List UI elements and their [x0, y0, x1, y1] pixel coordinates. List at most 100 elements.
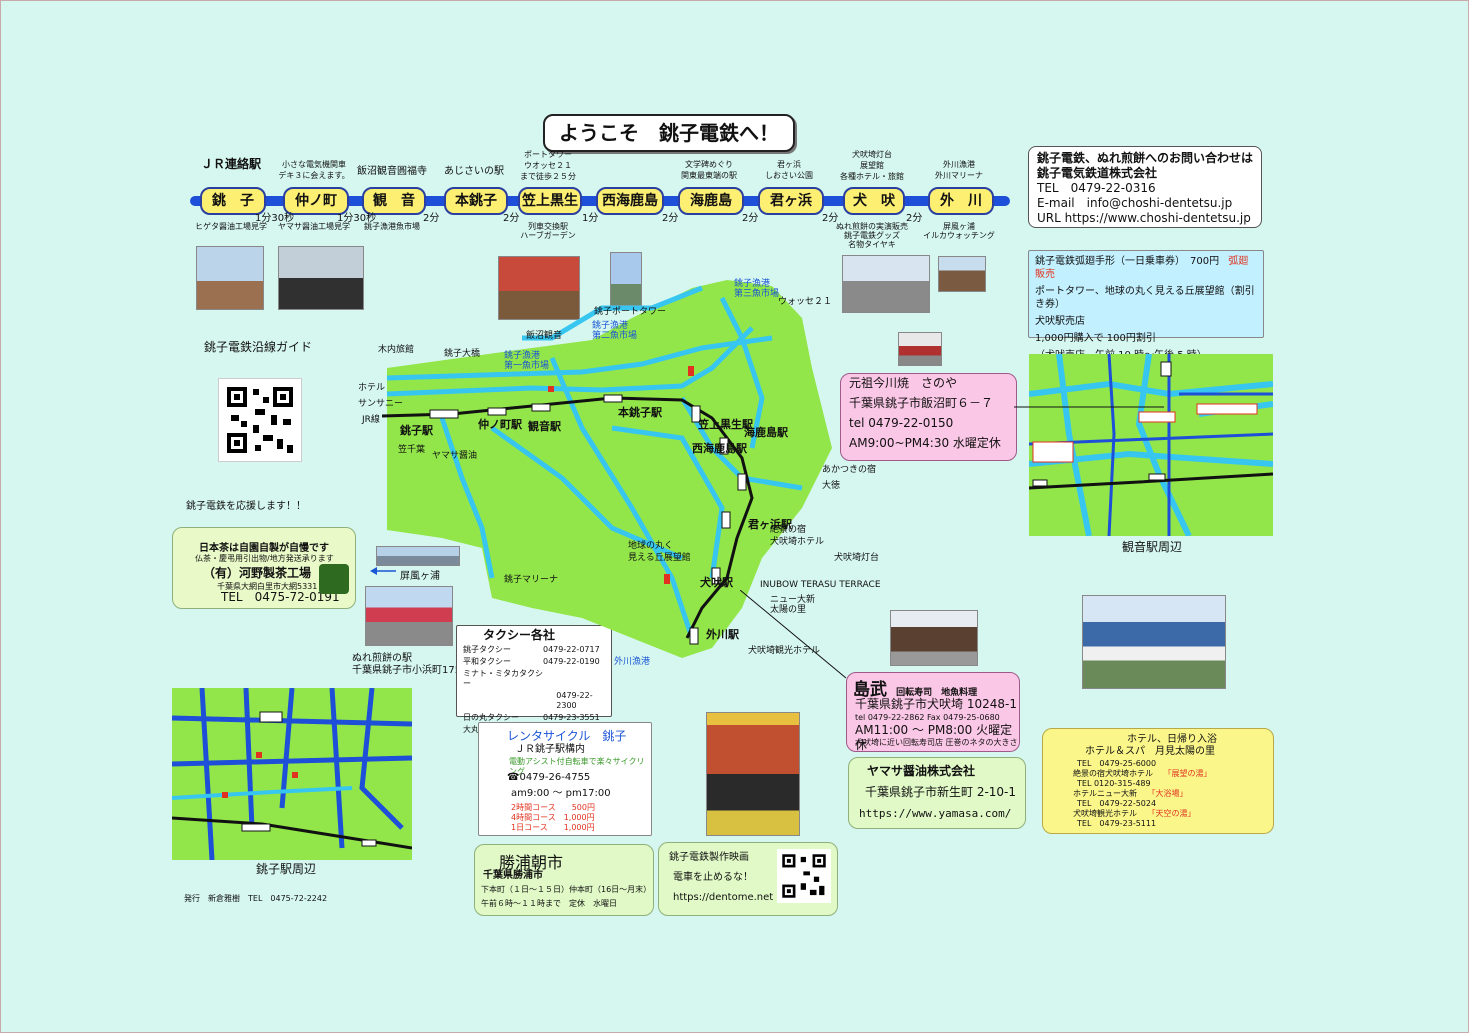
station-top-note: 外川漁港 [943, 160, 975, 169]
katsuura-hours: 午前６時〜１１時まで 定休 水曜日 [481, 899, 617, 908]
station-top-note-2: 展望館 [860, 161, 884, 170]
guide-qr-code[interactable] [218, 378, 302, 462]
map-label-kannon-stn: 観音駅 [528, 420, 561, 433]
taxi-phone: 0479-22-0190 [543, 657, 600, 666]
shimatake-shop-photo [890, 610, 978, 666]
station-bottom-note: 列車交換駅 [528, 222, 568, 231]
movie-url[interactable]: https://dentome.net [673, 892, 774, 903]
map-label-jrline: JR線 [362, 415, 380, 425]
yamasa-url[interactable]: https://www.yamasa.com/ [859, 807, 1012, 820]
map-label-kasagami-stn: 笠上黒生駅 [698, 418, 753, 431]
ticket-line-1: 銚子電鉄弧廻手形（一日乗車券） 700円 [1035, 256, 1220, 267]
station-3: 観 音 [362, 187, 426, 215]
map-label-nakanocho-stn: 仲ノ町駅 [478, 418, 522, 431]
choshi-area-label: 銚子駅周辺 [256, 862, 317, 876]
station-top-note: あじさいの駅 [444, 166, 504, 177]
tea-line-5: TEL 0475-72-0191 [221, 590, 340, 604]
map-label-tokawa-stn: 外川駅 [706, 628, 739, 641]
map-label-port1: 銚子漁港 [504, 351, 541, 361]
station-bottom-note-2: イルカウォッチング [923, 231, 995, 240]
map-label-lighthouse: 犬吠埼灯台 [834, 553, 880, 563]
map-label-port3b: 第三魚市場 [734, 289, 780, 299]
cycle-tel: ☎0479-26-4755 [507, 772, 591, 783]
map-label-terrace: INUBOW TERASU TERRACE [760, 580, 881, 590]
map-label-kiuchi: 木内旅館 [378, 345, 415, 355]
rivers-and-roads [386, 285, 803, 639]
katsuura-box: 勝浦朝市 千葉県勝浦市 下本町（１日〜１５日）仲本町（16日〜月末） 午前６時〜… [474, 844, 654, 916]
map-label-newtaishin: ニュー大新 [770, 595, 816, 605]
station-top-note: 小さな電気機関車 [282, 160, 346, 169]
taxi-phone: 0479-22-0717 [543, 645, 600, 654]
shimatake-note: 犬吠埼に近い回転寿司店 圧巻のネタの大きさ [855, 738, 1018, 747]
map-label-unashima-stn: 海鹿島駅 [744, 426, 788, 439]
qr-icon [227, 387, 293, 453]
travel-time: 1分30秒 [337, 213, 377, 224]
nure-station-name: ぬれ煎餅の駅 [352, 653, 412, 664]
hotel-4-name: 犬吠埼観光ホテル [1073, 809, 1137, 818]
station-bottom-note-2: ハーブガーデン [520, 231, 576, 240]
station-top-note-2: 関東最東端の駅 [681, 171, 737, 180]
katsuura-days: 下本町（１日〜１５日）仲本町（16日〜月末） [481, 885, 652, 894]
cycle-hours: am9:00 〜 pm17:00 [511, 788, 611, 799]
map-label-nishiunashima-stn: 西海鹿島駅 [692, 442, 747, 455]
station-top-note-2: ウオッセ２１ [524, 161, 572, 170]
map-label-choshimarina: 銚子マリーナ [504, 575, 559, 585]
taxi-company [463, 691, 540, 711]
inubo-station-photo [842, 255, 930, 313]
ticket-line-4: 1,000円購入で 100円割引 [1035, 333, 1156, 344]
deki3-locomotive-photo [278, 246, 364, 310]
contact-url[interactable]: URL https://www.choshi-dentetsu.jp [1037, 211, 1251, 225]
shimatake-tel: tel 0479-22-2862 Fax 0479-25-0680 [855, 713, 1000, 722]
sanoya-tel: tel 0479-22-0150 [849, 416, 954, 430]
map-label-porttower: 銚子ポートタワー [594, 307, 667, 317]
train-photo [1082, 595, 1226, 689]
map-label-port3: 銚子漁港 [734, 279, 771, 289]
tea-line-2: 仏茶・慶弔用引出物/地方発送承ります [195, 554, 334, 563]
support-label: 銚子電鉄を応援します！！ [186, 501, 306, 512]
station-10: 外 川 [928, 187, 994, 215]
movie-box: 銚子電鉄製作映画 電車を止めるな！ https://dentome.net [658, 842, 838, 916]
station-top-note: ＪＲ連絡駅 [200, 157, 262, 171]
station-8: 君ヶ浜 [758, 187, 824, 215]
cycle-price-2: 4時間コース 1,000円 [511, 813, 595, 822]
sanoya-address: 千葉県銚子市飯沼町６－７ [849, 396, 994, 410]
station-2: 仲ノ町 [283, 187, 349, 215]
ticket-box: 銚子電鉄弧廻手形（一日乗車券） 700円 弧廻販売 ポートタワー、地球の丸く見え… [1028, 250, 1264, 361]
movie-qr-code[interactable] [777, 849, 831, 903]
sanoya-shop-photo [898, 332, 942, 366]
map-label-taiyou: 太陽の里 [770, 605, 807, 615]
map-label-wosse: ウォッセ２１ [778, 297, 833, 307]
station-1: 銚 子 [200, 187, 266, 215]
station-7: 海鹿島 [678, 187, 744, 215]
map-label-port2: 銚子漁港 [592, 321, 629, 331]
publisher-line: 発行 新倉雅樹 TEL 0475-72-2242 [184, 894, 328, 903]
taxi-row: 0479-22-2300 [463, 691, 611, 711]
shimatake-sub: 回転寿司 地魚料理 [896, 688, 978, 698]
movie-title: 電車を止めるな！ [673, 872, 753, 883]
tea-line-1: 日本茶は自園自製が自慢です [199, 543, 329, 554]
station-9: 犬 吠 [843, 187, 905, 215]
movie-label: 銚子電鉄製作映画 [669, 852, 749, 863]
travel-time: 2分 [742, 213, 759, 224]
cycle-price-3: 1日コース 1,000円 [511, 823, 595, 832]
contact-email[interactable]: E-mail info@choshi-dentetsu.jp [1037, 196, 1233, 210]
travel-time: 2分 [662, 213, 679, 224]
station-bottom-note: ヒゲタ醤油工場見学 [195, 222, 267, 231]
hotel-2-tel: TEL 0120-315-489 [1077, 779, 1151, 788]
katsuura-title: 勝浦朝市 [499, 853, 564, 872]
hotel-1-tel: TEL 0479-25-6000 [1077, 759, 1157, 768]
hotel-1-name: ホテル＆スパ 月見太陽の里 [1085, 746, 1215, 757]
taxi-row: ミナト・ミタカタクシー [463, 669, 611, 689]
taxi-title: タクシー各社 [483, 628, 556, 642]
iinuma-kannon-photo [498, 256, 580, 320]
station-markers [429, 394, 747, 645]
main-route-map [382, 280, 832, 658]
tea-line-3: （有）河野製茶工場 [203, 566, 312, 580]
page-title: ようこそ 銚子電鉄へ！ [543, 114, 795, 152]
arrow-left-icon [370, 567, 396, 575]
map-label-inubo-stn: 犬吠駅 [700, 576, 733, 589]
contact-box: 銚子電鉄、ぬれ煎餅へのお問い合わせは 銚子電気鉄道株式会社 TEL 0479-2… [1028, 146, 1262, 228]
map-label-kasanemachi: 笠千葉 [398, 445, 426, 455]
rental-cycle-box: レンタサイクル 銚子 ＪＲ銚子駅構内 電動アシスト付自転車で楽々サイクリング ☎… [478, 722, 652, 836]
map-label-zekkei: 絶景の宿 [770, 525, 807, 535]
